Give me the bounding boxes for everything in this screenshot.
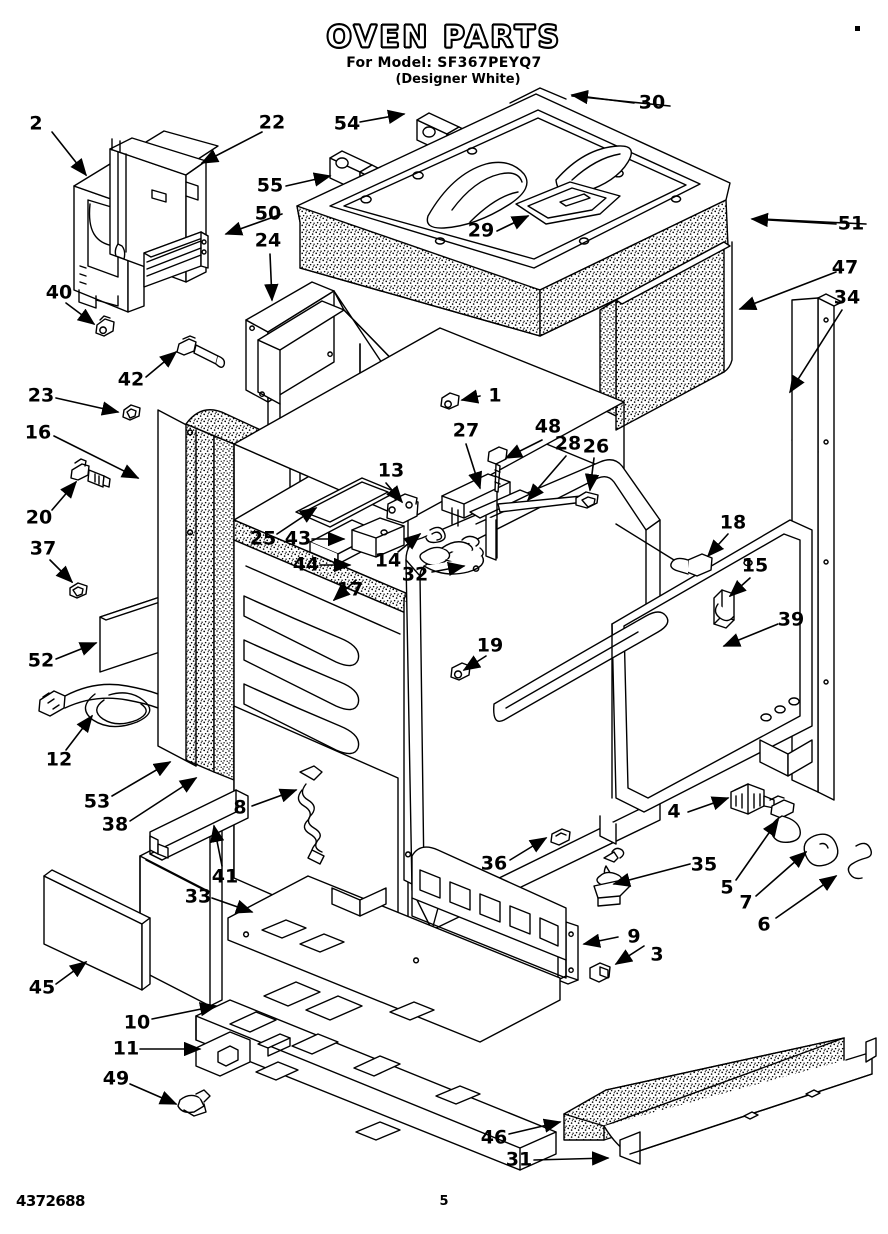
callout-7[interactable]: 7: [739, 891, 753, 914]
callout-26[interactable]: 26: [582, 435, 610, 458]
callout-47[interactable]: 47: [831, 256, 859, 279]
part-4-leveler-nut: [730, 783, 775, 815]
callout-9[interactable]: 9: [627, 925, 641, 948]
callout-24[interactable]: 24: [254, 229, 282, 252]
callout-40[interactable]: 40: [45, 281, 73, 304]
callout-8[interactable]: 8: [233, 796, 247, 819]
footer-part-number: 4372688: [16, 1192, 85, 1210]
part-15-clip: [713, 589, 735, 629]
callout-12[interactable]: 12: [45, 748, 73, 771]
callout-34[interactable]: 34: [833, 286, 861, 309]
callout-28[interactable]: 28: [554, 432, 582, 455]
callout-41[interactable]: 41: [211, 865, 239, 888]
callout-11[interactable]: 11: [112, 1037, 140, 1060]
part-30-top-edge: [509, 87, 567, 104]
callout-18[interactable]: 18: [719, 511, 747, 534]
callout-50[interactable]: 50: [254, 202, 282, 225]
callout-6[interactable]: 6: [757, 913, 771, 936]
callout-36[interactable]: 36: [480, 852, 508, 875]
callout-48[interactable]: 48: [534, 415, 562, 438]
callout-52[interactable]: 52: [27, 649, 55, 672]
callout-25[interactable]: 25: [249, 527, 277, 550]
callout-45[interactable]: 45: [28, 976, 56, 999]
callout-10[interactable]: 10: [123, 1011, 151, 1034]
leader-lines: [49, 89, 867, 1166]
part-44-edge: [245, 565, 401, 635]
callout-27[interactable]: 27: [452, 419, 480, 442]
part-46-31-base-rail: [563, 1037, 877, 1165]
callout-16[interactable]: 16: [24, 421, 52, 444]
callout-46[interactable]: 46: [480, 1126, 508, 1149]
callout-33[interactable]: 33: [184, 885, 212, 908]
part-36-screw: [550, 828, 571, 846]
callout-35[interactable]: 35: [690, 853, 718, 876]
callout-17[interactable]: 17: [336, 578, 364, 601]
part-33-bottom-panel: [227, 875, 561, 1043]
callout-13[interactable]: 13: [377, 459, 405, 482]
callout-3[interactable]: 3: [650, 943, 664, 966]
callout-29[interactable]: 29: [467, 219, 495, 242]
callout-54[interactable]: 54: [333, 112, 361, 135]
callout-19[interactable]: 19: [476, 634, 504, 657]
callout-23[interactable]: 23: [27, 384, 55, 407]
callout-51[interactable]: 51: [837, 212, 865, 235]
part-12-power-cord: [38, 683, 176, 728]
callout-39[interactable]: 39: [777, 608, 805, 631]
callout-5[interactable]: 5: [720, 876, 734, 899]
scan-artifact-speck: [855, 26, 860, 31]
part-23-clip: [122, 404, 141, 421]
callout-1[interactable]: 1: [488, 384, 502, 407]
callout-31[interactable]: 31: [505, 1148, 533, 1171]
part-14-ring-terminal: [425, 526, 446, 544]
part-42-stud: [176, 335, 226, 368]
callout-20[interactable]: 20: [25, 506, 53, 529]
callout-37[interactable]: 37: [29, 537, 57, 560]
callout-44[interactable]: 44: [292, 553, 320, 576]
callout-2[interactable]: 2: [29, 112, 43, 135]
callout-38[interactable]: 38: [101, 813, 129, 836]
part-3-screw: [589, 962, 611, 983]
part-48-screw: [487, 446, 508, 559]
callout-14[interactable]: 14: [374, 549, 402, 572]
callout-22[interactable]: 22: [258, 111, 286, 134]
part-27-terminal-block: [441, 473, 531, 561]
part-35-leveler-screw: [593, 847, 631, 907]
callout-42[interactable]: 42: [117, 368, 145, 391]
part-18-bulb: [615, 523, 713, 577]
part-26-clip: [575, 491, 599, 509]
part-45-rear-panel: [43, 869, 151, 991]
part-1-clip: [440, 392, 460, 410]
footer-page-number: 5: [439, 1194, 449, 1209]
part-13-relay: [386, 493, 419, 524]
part-49-clip: [177, 1089, 211, 1117]
callout-55[interactable]: 55: [256, 174, 284, 197]
callout-32[interactable]: 32: [401, 563, 429, 586]
part-52-shield: [99, 596, 167, 673]
part-10-11-base-rails: [195, 999, 557, 1171]
part-53-38-trim-rail: [149, 789, 249, 861]
part-39-oven-frame-panel: [405, 459, 813, 931]
callout-15[interactable]: 15: [741, 554, 769, 577]
callout-30[interactable]: 30: [638, 91, 666, 114]
part-7-wheel: [803, 833, 839, 867]
part-20-switch: [70, 458, 111, 488]
part-6-wire-form: [847, 842, 873, 880]
callout-43[interactable]: 43: [284, 527, 312, 550]
part-51-oven-top-frame: [296, 93, 731, 337]
callout-4[interactable]: 4: [667, 800, 681, 823]
part-29-bracket: [515, 181, 621, 225]
part-37-clip: [69, 582, 88, 599]
callout-53[interactable]: 53: [83, 790, 111, 813]
part-50-vent-grille: [143, 231, 209, 288]
callout-49[interactable]: 49: [102, 1067, 130, 1090]
part-40-clip: [95, 315, 115, 337]
bottom-kickplate: [411, 846, 567, 979]
